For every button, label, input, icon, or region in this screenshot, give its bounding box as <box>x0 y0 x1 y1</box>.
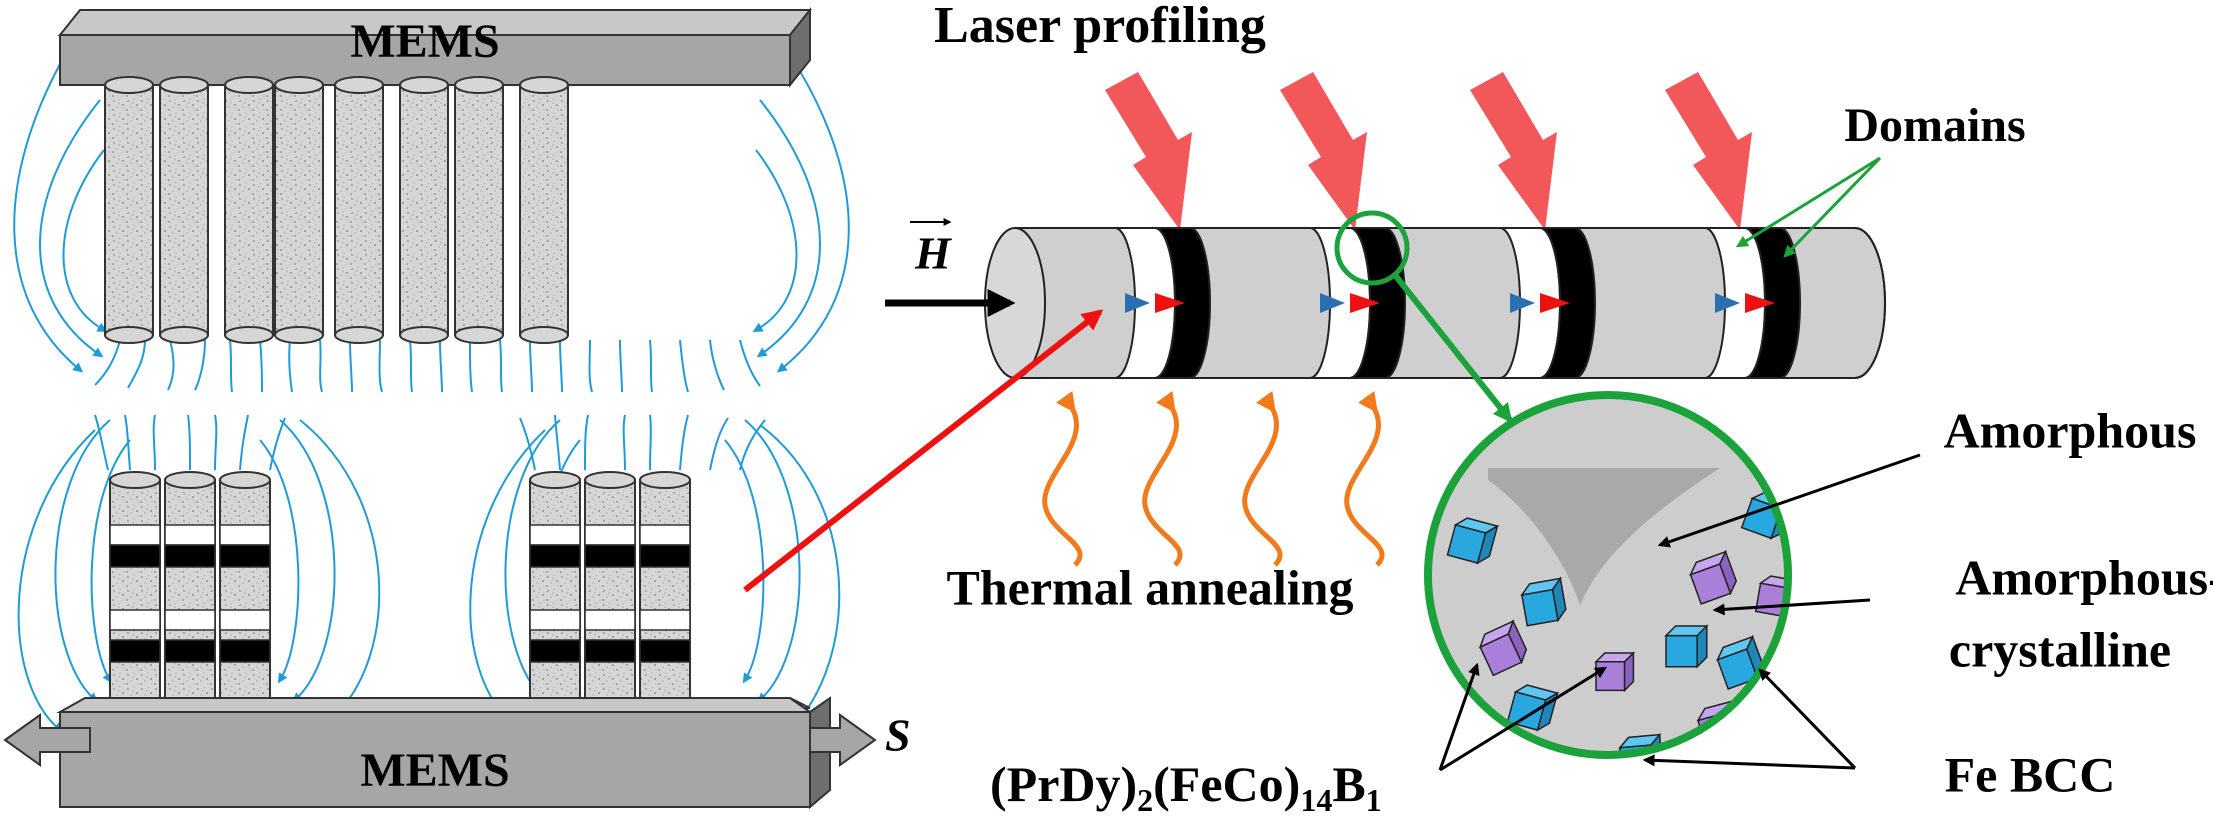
domain-band <box>1499 227 1596 379</box>
spin-left-icon <box>1320 293 1345 313</box>
mems-bottom-label: MEMS <box>360 744 509 797</box>
top-pillar <box>104 76 154 344</box>
s-label: S <box>885 710 911 761</box>
crystal-icon <box>1664 624 1709 669</box>
top-pillar <box>399 76 449 344</box>
arrow-right-icon <box>809 713 877 767</box>
mems-top-label: MEMS <box>350 15 499 68</box>
laser-arrows <box>1105 72 1752 230</box>
microstructure-circle <box>1424 391 1792 759</box>
domain-band <box>1704 227 1801 379</box>
mems-bottom-plate <box>59 711 811 808</box>
field-lines-bottom <box>17 414 841 733</box>
bottom-mems-assembly: MEMS S <box>3 414 911 810</box>
spin-left-icon <box>1715 293 1740 313</box>
field-h: H <box>885 218 1016 317</box>
domains-label: Domains <box>1844 99 2025 152</box>
crystal-icon <box>1689 549 1738 605</box>
top-pillar <box>334 76 384 344</box>
amorphous-region <box>1488 468 1720 605</box>
bottom-pillar <box>164 471 216 706</box>
spin-right-icon <box>1540 293 1570 313</box>
arrow-left-icon <box>3 713 91 767</box>
top-mems-assembly: MEMS <box>13 7 850 393</box>
top-pillar <box>274 76 324 344</box>
formula-label: (PrDy)2(FeCo)14B1 <box>990 756 1382 818</box>
top-pillar <box>454 76 504 344</box>
spin-right-icon <box>1155 293 1185 313</box>
magnifier-small-circle <box>1334 210 1410 286</box>
crystal-icon <box>1446 517 1500 565</box>
link-arrow <box>743 309 1104 593</box>
crystal-icon <box>1754 575 1788 618</box>
field-lines-top <box>13 54 850 393</box>
domain-band <box>1114 227 1211 379</box>
amorphous-label: Amorphous <box>1944 402 2197 458</box>
bottom-pillar <box>639 471 691 706</box>
top-pillar <box>159 76 209 344</box>
bottom-pillar <box>584 471 636 706</box>
spin-right-icon <box>1745 293 1775 313</box>
laser-profiling-label: Laser profiling <box>934 0 1266 54</box>
bottom-pillar <box>109 471 161 706</box>
domain-band <box>1309 227 1406 379</box>
amorphous-crystalline-label-1: Amorphous- <box>1955 549 2213 605</box>
bottom-pillars <box>109 471 691 706</box>
thermal-annealing-label: Thermal annealing <box>947 559 1354 615</box>
bottom-pillar <box>529 471 581 706</box>
heat-arrows <box>1042 391 1385 567</box>
top-pillar <box>224 76 274 344</box>
spin-left-icon <box>1510 293 1535 313</box>
spin-right-icon <box>1350 293 1380 313</box>
field-h-label: H <box>914 228 952 279</box>
top-pillar <box>519 76 569 344</box>
bottom-pillar <box>219 471 271 706</box>
magnifier-arrow <box>1392 273 1513 424</box>
top-pillars <box>104 76 569 344</box>
spin-left-icon <box>1125 293 1150 313</box>
crystal-icon <box>1506 684 1560 732</box>
annealed-cylinder <box>984 227 1886 379</box>
fe-bcc-label: Fe BCC <box>1945 746 2116 802</box>
crystal-icon <box>1478 619 1528 677</box>
crystal-icon <box>1520 576 1567 627</box>
amorphous-crystalline-label-2: crystalline <box>1949 621 2171 677</box>
